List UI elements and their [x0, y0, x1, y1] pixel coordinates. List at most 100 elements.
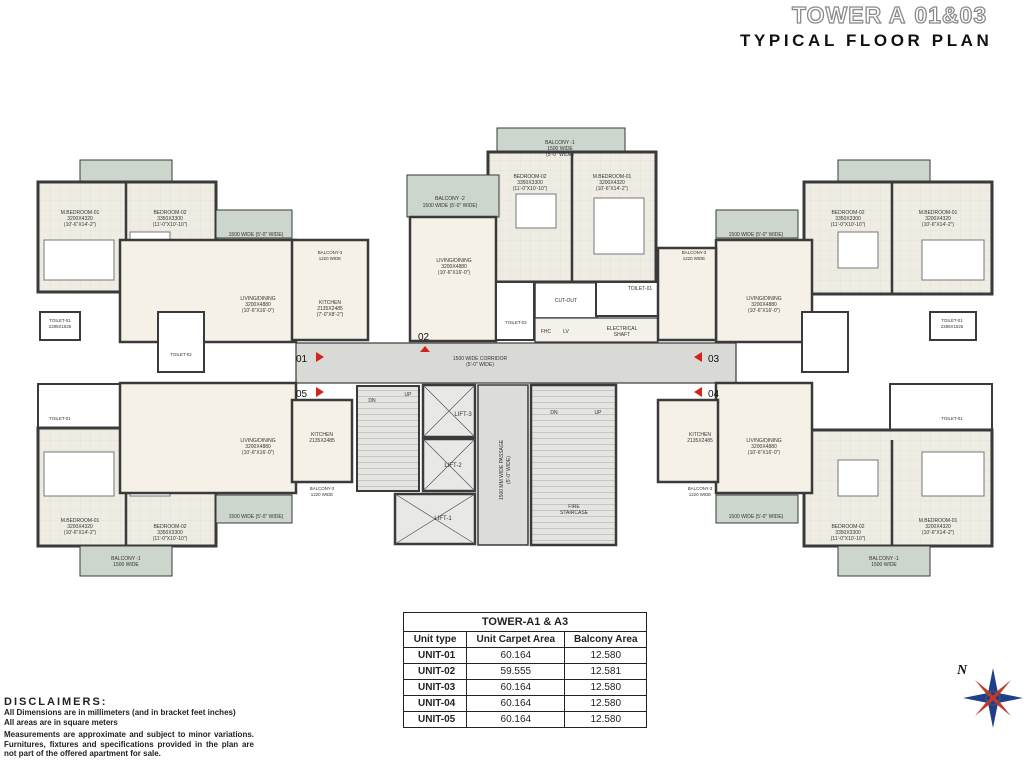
- label-kitchen-bl: KITCHEN: [311, 432, 333, 438]
- disclaimer-title: DISCLAIMERS:: [4, 696, 108, 708]
- label-living-tr-dim: 3200X4880: [751, 302, 777, 308]
- label-living-ft: (10'-6"X16'-0"): [438, 270, 470, 276]
- unit-type: UNIT-05: [402, 711, 468, 728]
- unit-markers: 01 05 02 03 04: [296, 332, 720, 400]
- carpet-area: 60.164: [466, 679, 566, 696]
- label-mbedroom-left: M.BEDROOM-01: [61, 210, 100, 216]
- label-bedroom2-bl-dim: 3350X3300: [157, 530, 183, 536]
- unit-type: UNIT-04: [402, 695, 468, 712]
- services: [534, 317, 659, 343]
- label-bedroom2-tr-dim: 3350X3300: [835, 216, 861, 222]
- label-toilet1-core: TOILET-01: [628, 286, 653, 292]
- floor-plan: BALCONY -1 1500 WIDE (5'-0" WIDE) BEDROO…: [36, 127, 994, 577]
- label-balcony1-ft: (5'-0" WIDE): [546, 152, 574, 158]
- tower-name: TOWER A: [791, 1, 907, 28]
- label-balcony3-bl-dim: 1220 WIDE: [311, 492, 334, 497]
- label-living-tr-ft: (10'-6"X16'-0"): [748, 308, 780, 314]
- label-fhc: FHC: [541, 329, 552, 335]
- unit-bottom-right: [656, 381, 994, 577]
- label-balcony3-left-dim: 1220 WIDE: [319, 256, 342, 261]
- label-living-br: LIVING/DINING: [746, 438, 781, 444]
- label-balcony3-bl: BALCONY-3: [310, 486, 335, 491]
- label-dn-left: DN: [368, 398, 376, 404]
- unit-marker-04: 04: [708, 389, 720, 400]
- label-fire: FIRE: [568, 504, 580, 510]
- label-lv: LV: [563, 329, 569, 335]
- label-kitchen-br: KITCHEN: [689, 432, 711, 438]
- label-living-br-dim: 3200X4880: [751, 444, 777, 450]
- label-toilet1-bl: TOILET-01: [49, 416, 71, 421]
- label-living-bl: LIVING/DINING: [240, 438, 275, 444]
- label-balcony3-tr: BALCONY-3: [682, 250, 707, 255]
- label-mbedroom-tr: M.BEDROOM-01: [919, 210, 958, 216]
- label-lift2: LIFT-2: [444, 463, 462, 469]
- label-balcony1: BALCONY -1: [545, 140, 575, 146]
- room-labels: BALCONY -1 1500 WIDE (5'-0" WIDE) BEDROO…: [49, 140, 964, 568]
- label-mbedroom-dim: 3200X4320: [599, 180, 625, 186]
- label-living-br-ft: (10'-6"X16'-0"): [748, 450, 780, 456]
- label-balcony3-left: BALCONY-3: [318, 250, 343, 255]
- table-caption: TOWER-A1 & A3: [403, 612, 647, 632]
- label-passage-ft: (5'-0" WIDE): [506, 456, 512, 484]
- corridor: [295, 342, 737, 384]
- label-balcony2-left: 1500 WIDE (5'-0" WIDE): [229, 232, 284, 238]
- unit-marker-05: 05: [296, 389, 308, 400]
- label-bedroom2-dim: 3350X3300: [517, 180, 543, 186]
- label-kitchen-left-dim: 2135X2485: [317, 306, 343, 312]
- label-mbedroom-left-dim: 3200X4320: [67, 216, 93, 222]
- label-bedroom2-left-dim: 3350X3300: [157, 216, 183, 222]
- label-kitchen-br-dim: 2135X2485: [687, 438, 713, 444]
- unit-top-center: [406, 127, 659, 343]
- label-cutout: CUT-OUT: [555, 298, 577, 304]
- label-balcony2-dim: 1500 WIDE (5'-0" WIDE): [423, 203, 478, 209]
- compass-icon: N: [956, 663, 1023, 728]
- passage: [477, 384, 529, 546]
- label-kitchen-bl-dim: 2135X2485: [309, 438, 335, 444]
- label-balcony1-br: BALCONY -1: [869, 556, 899, 562]
- label-bedroom2-ft: (11'-0"X10'-10"): [513, 186, 548, 192]
- label-mbedroom-bl-ft: (10'-6"X14'-2"): [64, 530, 96, 536]
- carpet-area: 60.164: [466, 647, 566, 664]
- label-mbedroom-ft: (10'-6"X14'-2"): [596, 186, 628, 192]
- label-bedroom2-left: BEDROOM-02: [153, 210, 186, 216]
- label-mbedroom-bl: M.BEDROOM-01: [61, 518, 100, 524]
- balcony-area: 12.580: [564, 647, 647, 664]
- label-bedroom2: BEDROOM-02: [513, 174, 546, 180]
- label-toilet1-left: TOILET-01: [49, 318, 71, 323]
- label-bedroom2-br-dim: 3350X3300: [835, 530, 861, 536]
- carpet-area: 59.555: [466, 663, 566, 680]
- label-balcony1-bl: BALCONY -1: [111, 556, 141, 562]
- label-passage: 1500 MM WIDE PASSAGE: [499, 439, 505, 500]
- table-header: Balcony Area: [564, 631, 647, 648]
- label-kitchen-left-ft: (7'-0"X8'-2"): [317, 312, 344, 318]
- core: [295, 281, 737, 547]
- label-balcony2-bl: 1500 WIDE (5'-0" WIDE): [229, 514, 284, 520]
- plan-subtitle: TYPICAL FLOOR PLAN: [740, 31, 993, 50]
- label-bedroom2-br-ft: (11'-0"X10'-10"): [831, 536, 866, 542]
- label-shaft: SHAFT: [614, 332, 630, 338]
- unit-marker-01: 01: [296, 354, 308, 365]
- balcony-area: 12.580: [564, 695, 647, 712]
- unit-marker-02: 02: [418, 332, 430, 343]
- label-up-left: UP: [405, 392, 413, 398]
- label-mbedroom-br: M.BEDROOM-01: [919, 518, 958, 524]
- unit-type: UNIT-02: [402, 663, 468, 680]
- label-electrical: ELECTRICAL: [607, 326, 638, 332]
- label-dn-right: DN: [550, 410, 558, 416]
- label-balcony1-bl-dim: 1500 WIDE: [113, 562, 139, 568]
- area-table: TOWER-A1 & A3 Unit type Unit Carpet Area…: [402, 612, 647, 728]
- balcony-area: 12.580: [564, 711, 647, 728]
- label-bedroom2-tr: BEDROOM-02: [831, 210, 864, 216]
- unit-top-right: [656, 159, 994, 373]
- disclaimer-line-1: All Dimensions are in millimeters (and i…: [4, 708, 236, 717]
- label-bedroom2-bl: BEDROOM-02: [153, 524, 186, 530]
- table-row: UNIT-03 60.164 12.580: [402, 679, 647, 696]
- tower-title: TOWER A 01&03: [791, 1, 988, 29]
- label-living-tr: LIVING/DINING: [746, 296, 781, 302]
- unit-type: UNIT-03: [402, 679, 468, 696]
- tower-numbers: 01&03: [914, 1, 988, 28]
- label-corridor-ft: (5'-0" WIDE): [466, 362, 494, 368]
- label-balcony3-tr-dim: 1220 WIDE: [683, 256, 706, 261]
- unit-type: UNIT-01: [402, 647, 468, 664]
- label-toilet1-tr-dim: 2285X1525: [941, 324, 964, 329]
